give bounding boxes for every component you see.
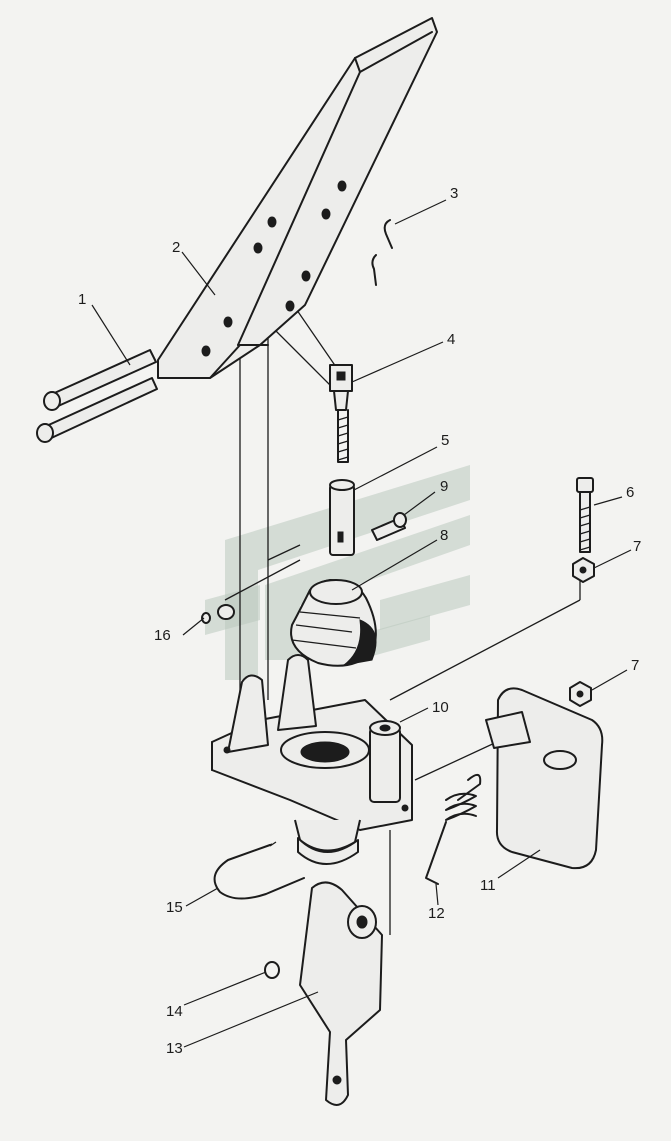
callout-4: 4 <box>447 331 455 348</box>
assembly-guide-lines <box>224 299 581 935</box>
cover-plate <box>485 687 604 870</box>
u-bolt <box>213 841 305 900</box>
callout-10: 10 <box>432 699 449 716</box>
callout-7b: 7 <box>631 657 639 674</box>
callout-7a: 7 <box>633 538 641 555</box>
callout-3: 3 <box>450 185 458 202</box>
washer <box>201 604 235 624</box>
nuts <box>569 557 595 707</box>
small-pin <box>371 512 407 541</box>
spacer-tube <box>369 720 401 803</box>
callout-8: 8 <box>440 527 448 544</box>
pedal-lever <box>157 17 438 379</box>
callout-9: 9 <box>440 478 448 495</box>
callout-14: 14 <box>166 1003 183 1020</box>
callout-1: 1 <box>78 291 86 308</box>
pedal-holes <box>201 180 347 357</box>
callout-12: 12 <box>428 905 445 922</box>
callout-13: 13 <box>166 1040 183 1057</box>
callout-16: 16 <box>154 627 171 644</box>
pins <box>36 349 158 443</box>
mounting-bracket <box>211 654 413 865</box>
callout-11: 11 <box>480 877 496 894</box>
dust-boot <box>290 579 377 667</box>
callout-6: 6 <box>626 484 634 501</box>
cotter-pins <box>371 219 393 286</box>
circlip <box>264 961 280 979</box>
callouts: 1 2 3 4 5 6 7 7 8 9 10 11 12 13 14 15 16 <box>78 185 641 1057</box>
leader-lines <box>91 199 632 1048</box>
bolt <box>576 477 594 553</box>
spring <box>425 773 482 885</box>
callout-15: 15 <box>166 899 183 916</box>
lower-lever <box>299 881 383 1106</box>
clevis <box>329 364 353 463</box>
callout-5: 5 <box>441 432 449 449</box>
callout-2: 2 <box>172 239 180 256</box>
sleeve <box>329 479 355 556</box>
